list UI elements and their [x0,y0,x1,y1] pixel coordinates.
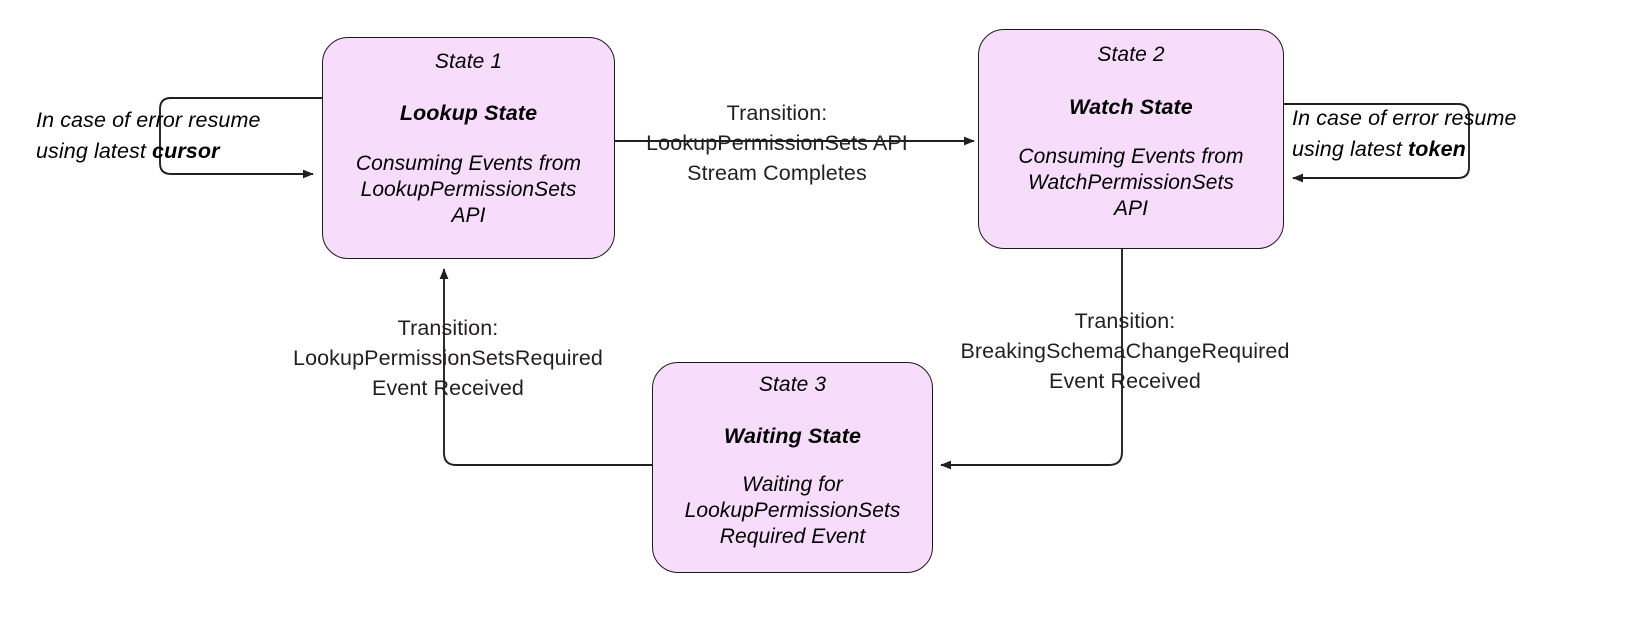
state-node-title: Lookup State [399,101,538,125]
note-line-2-emphasis: cursor [152,139,220,163]
note-line-2-prefix: using latest [1292,137,1409,161]
state-node-id: State 1 [434,50,503,73]
note-state1-error-resume: In case of error resume using latest cur… [36,105,301,167]
state-node-id: State 3 [758,373,827,396]
state-node-title: Waiting State [723,424,862,448]
edge-label-state1-to-state2: Transition: LookupPermissionSets API Str… [646,101,908,185]
state-node-watch-state[interactable]: State 2 Watch State Consuming Events fro… [978,29,1284,249]
state-node-waiting-state[interactable]: State 3 Waiting State Waiting for Lookup… [652,362,933,573]
note-state2-error-resume: In case of error resume using latest tok… [1292,103,1562,165]
state-node-lookup-state[interactable]: State 1 Lookup State Consuming Events fr… [322,37,615,259]
note-line-1: In case of error resume [36,108,261,132]
state-node-description: Waiting for LookupPermissionSets Require… [684,473,901,548]
state-node-id: State 2 [1097,43,1165,66]
edge-state3-to-state1 [439,268,652,466]
note-line-2-emphasis: token [1408,137,1466,161]
edge-state1-error-loop [159,97,322,179]
state-node-title: Watch State [1069,95,1193,119]
edge-state2-to-state3 [940,249,1123,470]
note-line-1: In case of error resume [1292,106,1517,130]
edge-label-state2-to-state3: Transition: BreakingSchemaChangeRequired… [960,309,1290,393]
state-node-description: Consuming Events from WatchPermissionSet… [1018,145,1244,220]
edge-state2-error-loop [1284,103,1470,183]
edge-label-state3-to-state1: Transition: LookupPermissionSetsRequired… [293,316,603,400]
state-node-description: Consuming Events from LookupPermissionSe… [355,152,582,227]
note-line-2-prefix: using latest [36,139,153,163]
